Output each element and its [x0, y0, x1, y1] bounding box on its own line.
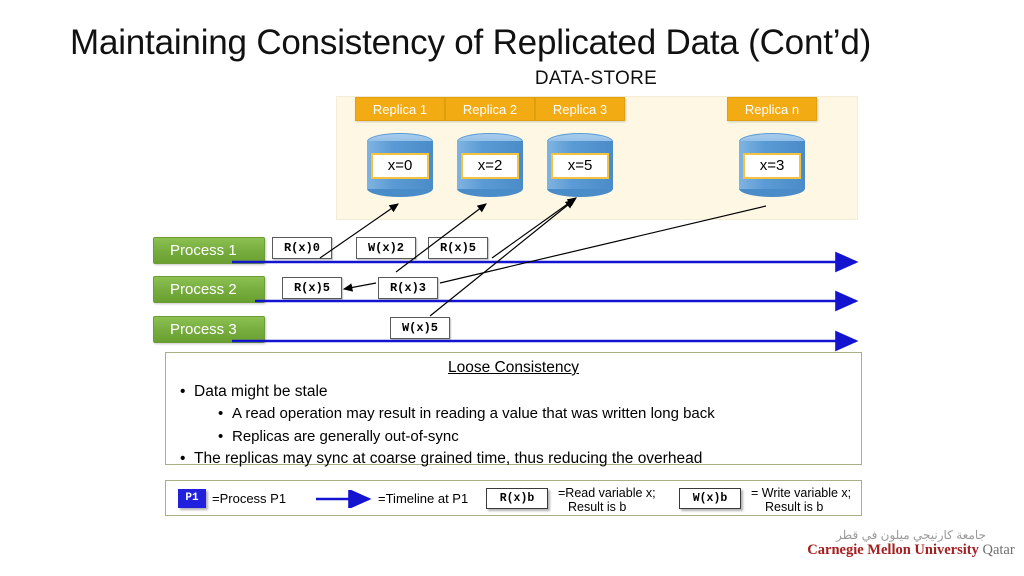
datastore-panel: Replica 1 x=0 Replica 2 x=2 Replica 3 x=…	[336, 96, 858, 220]
page-title: Maintaining Consistency of Replicated Da…	[70, 23, 872, 62]
cmu-qatar-logo: جامعة كارنيجي ميلون في قطر Carnegie Mell…	[806, 528, 1016, 558]
process-2-label: Process 2	[153, 276, 265, 303]
logo-english-text: Carnegie Mellon University Qatar	[807, 542, 1015, 558]
legend-write-box: W(x)b	[679, 488, 741, 509]
bullet-icon: •	[218, 428, 224, 445]
bullet-icon: •	[180, 450, 186, 467]
loose-consistency-bullet-4: •The replicas may sync at coarse grained…	[180, 450, 703, 467]
loose-consistency-bullet-1: •Data might be stale	[180, 383, 328, 400]
datastore-heading: DATA-STORE	[534, 68, 658, 89]
loose-consistency-box: Loose Consistency •Data might be stale •…	[165, 352, 862, 467]
replica-1-cylinder-icon: x=0	[367, 133, 433, 197]
loose-consistency-bullet-2: •A read operation may result in reading …	[218, 405, 715, 422]
bullet-icon: •	[218, 405, 224, 422]
logo-arabic-text: جامعة كارنيجي ميلون في قطر	[836, 528, 986, 542]
process-1-label: Process 1	[153, 237, 265, 264]
loose-consistency-bullet-3: •Replicas are generally out-of-sync	[218, 428, 459, 445]
legend-timeline-arrow-icon	[316, 490, 372, 508]
op-p2-read-5: R(x)5	[282, 277, 342, 299]
replica-3-label: Replica 3	[535, 97, 625, 121]
op-p1-read-5: R(x)5	[428, 237, 488, 259]
op-p1-write-2: W(x)2	[356, 237, 416, 259]
replica-3-cylinder-icon: x=5	[547, 133, 613, 197]
replica-1-label: Replica 1	[355, 97, 445, 121]
legend-read-desc: =Read variable x; Result is b	[558, 486, 656, 514]
replica-2-label: Replica 2	[445, 97, 535, 121]
legend-write-desc: = Write variable x; Result is b	[751, 486, 852, 514]
replica-2: Replica 2 x=2	[445, 97, 535, 197]
replica-n-cylinder-icon: x=3	[739, 133, 805, 197]
replica-n-value: x=3	[743, 153, 801, 179]
op-p3-write-5: W(x)5	[390, 317, 450, 339]
legend-timeline-text: =Timeline at P1	[378, 491, 469, 506]
replica-2-cylinder-icon: x=2	[457, 133, 523, 197]
loose-consistency-title: Loose Consistency	[448, 359, 579, 376]
replica-2-value: x=2	[461, 153, 519, 179]
legend-p1-text: =Process P1	[212, 491, 287, 506]
replica-3-value: x=5	[551, 153, 609, 179]
replica-n: Replica n x=3	[727, 97, 817, 197]
bullet-icon: •	[180, 383, 186, 400]
process-3-label: Process 3	[153, 316, 265, 343]
arrow-read3-to-read5	[342, 282, 377, 292]
op-p1-read-0: R(x)0	[272, 237, 332, 259]
replica-1: Replica 1 x=0	[355, 97, 445, 197]
legend-box: P1 =Process P1 =Timeline at P1 R(x)b =Re…	[165, 480, 862, 516]
legend-p1-badge: P1	[178, 489, 206, 508]
op-p2-read-3: R(x)3	[378, 277, 438, 299]
replica-1-value: x=0	[371, 153, 429, 179]
legend-read-box: R(x)b	[486, 488, 548, 509]
replica-3: Replica 3 x=5	[535, 97, 625, 197]
replica-n-label: Replica n	[727, 97, 817, 121]
